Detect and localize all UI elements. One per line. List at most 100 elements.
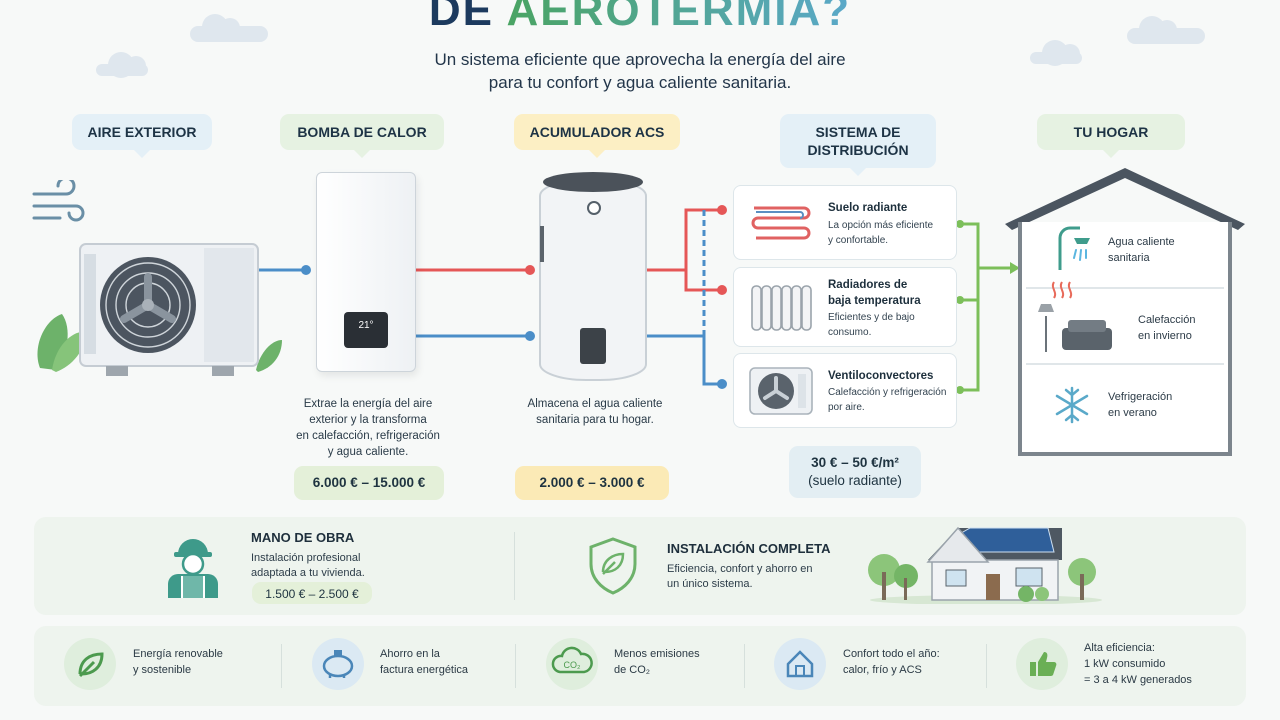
benefit-line: calor, frío y ACS [843, 664, 922, 676]
desc-line: y agua caliente. [327, 446, 409, 458]
benefit-comfort: Confort todo el año: calor, frío y ACS [843, 646, 940, 678]
distribution-card-suelo-radiante: Suelo radiante La opción más eficiente y… [733, 185, 957, 260]
price-value: 2.000 € – 3.000 € [539, 475, 645, 490]
fan-coil-icon [749, 367, 813, 415]
title-part-1: DE [428, 0, 494, 35]
distribution-price: 30 € – 50 €/m² (suelo radiante) [789, 446, 921, 498]
page-subtitle: Un sistema eficiente que aprovecha la en… [0, 48, 1280, 94]
title-part-2: AEROTERMIA? [507, 0, 852, 35]
sofa-icon [1038, 281, 1112, 352]
desc-line: sanitaria para tu hogar. [536, 414, 654, 426]
page-title: DE AEROTERMIA? [0, 0, 1280, 36]
worker-icon [168, 539, 218, 598]
header-aire-exterior: AIRE EXTERIOR [72, 114, 212, 158]
supply-line [958, 222, 980, 392]
home-label: en invierno [1138, 330, 1192, 342]
header-label: DISTRIBUCIÓN [807, 142, 909, 158]
price-value: 30 € – 50 €/m² [811, 455, 899, 470]
benefit-line: Confort todo el año: [843, 648, 940, 660]
hot-pipe [684, 270, 722, 292]
pipe-joint [717, 285, 727, 295]
home-label: sanitaria [1108, 252, 1150, 264]
distribution-card-ventiloconvectores: Ventiloconvectores Calefacción y refrige… [733, 353, 957, 428]
benefit-line: Menos emisiones [614, 648, 700, 660]
labor-title: MANO DE OBRA [251, 530, 355, 545]
pipe-joint [301, 265, 311, 275]
header-label: AIRE EXTERIOR [87, 124, 197, 140]
complete-title: INSTALACIÓN COMPLETA [667, 541, 831, 556]
complete-text-line: un único sistema. [667, 578, 753, 590]
heat-pump-price: 6.000 € – 15.000 € [294, 466, 444, 500]
benefit-line: = 3 a 4 kW generados [1084, 674, 1192, 686]
card-text: Calefacción y refrigeración [828, 387, 947, 398]
header-acumulador-acs: ACUMULADOR ACS [514, 114, 680, 158]
benefit-line: y sostenible [133, 664, 192, 676]
leaf-icon [64, 638, 116, 690]
benefit-line: de CO₂ [614, 664, 651, 676]
solar-house-icon [868, 526, 1102, 604]
home-label: Calefacción [1138, 314, 1196, 326]
pipe-joint [717, 205, 727, 215]
divider [514, 532, 515, 600]
snowflake-icon [1055, 386, 1089, 424]
home-comfort-icon [774, 638, 826, 690]
labor-text-line: adaptada a tu vivienda. [251, 567, 365, 579]
home-item-refrigeracion: Vefrigeración en verano [1108, 389, 1172, 421]
co2-cloud-icon: CO₂ [546, 638, 598, 690]
piggy-bank-icon [312, 638, 364, 690]
tank-description: Almacena el agua caliente sanitaria para… [510, 396, 680, 428]
header-label: SISTEMA DE [815, 124, 901, 140]
card-title: baja temperatura [828, 295, 921, 307]
cold-pipe [646, 334, 722, 386]
shower-icon [1058, 226, 1090, 270]
card-title: Ventiloconvectores [828, 370, 934, 382]
subtitle-line: Un sistema eficiente que aprovecha la en… [434, 50, 846, 69]
benefit-renewable: Energía renovable y sostenible [133, 646, 223, 678]
home-label: Vefrigeración [1108, 391, 1173, 403]
desc-line: Almacena el agua caliente [527, 398, 663, 410]
pipe-joint [956, 296, 964, 304]
desc-line: exterior y la transforma [309, 414, 427, 426]
hot-pipe [646, 208, 722, 272]
labor-text-line: Instalación profesional [251, 552, 361, 564]
benefit-line: factura energética [380, 664, 469, 676]
underfloor-heating-icon [751, 206, 811, 240]
header-label: ACUMULADOR ACS [529, 124, 665, 140]
home-label: Agua caliente [1108, 236, 1175, 248]
distribution-card-radiadores: Radiadores de baja temperatura Eficiente… [733, 267, 957, 347]
price-value: 1.500 € – 2.500 € [265, 587, 359, 601]
home-house-icon [1005, 168, 1245, 456]
wind-icon [32, 180, 85, 222]
card-text: y confortable. [828, 235, 889, 246]
desc-line: Extrae la energía del aire [303, 398, 433, 410]
acs-tank-icon [539, 172, 647, 381]
labor-price: 1.500 € – 2.500 € [252, 582, 372, 604]
card-text: La opción más eficiente [828, 220, 934, 231]
home-label: en verano [1108, 407, 1157, 419]
home-item-agua-caliente: Agua caliente sanitaria [1108, 234, 1175, 266]
card-title: Radiadores de [828, 279, 908, 291]
benefit-savings: Ahorro en la factura energética [380, 646, 468, 678]
arrow-head [1010, 262, 1020, 274]
thumbs-up-icon [1016, 638, 1068, 690]
divider [986, 644, 987, 688]
radiator-icon [751, 285, 812, 331]
price-value: 6.000 € – 15.000 € [312, 475, 426, 490]
heat-pump-description: Extrae la energía del aire exterior y la… [286, 396, 450, 460]
pipe-joint [717, 379, 727, 389]
benefit-emissions: Menos emisiones de CO₂ [614, 646, 700, 678]
header-bomba-de-calor: BOMBA DE CALOR [280, 114, 444, 158]
card-title: Suelo radiante [828, 202, 908, 214]
card-text: consumo. [828, 327, 872, 338]
pipe-joint [525, 331, 535, 341]
pipe-joint [956, 386, 964, 394]
benefit-efficiency: Alta eficiencia: 1 kW consumido = 3 a 4 … [1084, 640, 1192, 688]
header-label: TU HOGAR [1073, 124, 1149, 140]
benefit-line: Energía renovable [133, 648, 223, 660]
co2-icon-text: CO₂ [564, 660, 582, 670]
header-tu-hogar: TU HOGAR [1037, 114, 1185, 158]
complete-text: Eficiencia, confort y ahorro en un único… [667, 562, 813, 592]
home-item-calefaccion: Calefacción en invierno [1138, 312, 1195, 344]
divider [281, 644, 282, 688]
